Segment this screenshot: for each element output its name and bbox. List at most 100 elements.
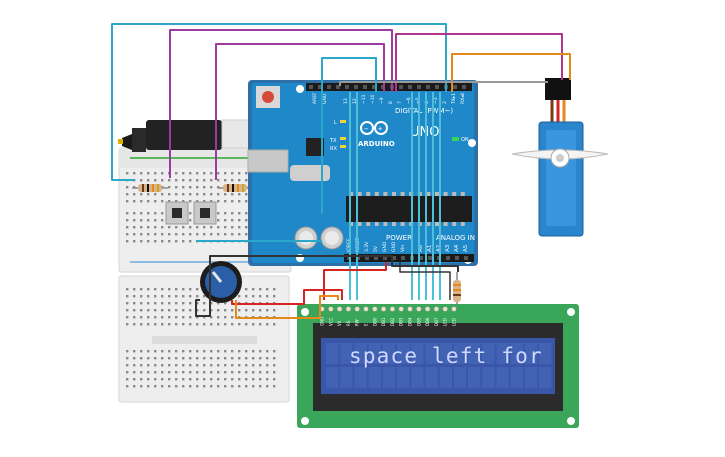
breadboard-hole — [231, 179, 234, 182]
breadboard-hole — [217, 316, 220, 319]
breadboard-hole — [126, 385, 129, 388]
breadboard-hole — [252, 323, 255, 326]
lcd-pin[interactable] — [398, 306, 404, 312]
on-label: ON — [461, 137, 469, 143]
breadboard-hole — [140, 193, 143, 196]
breadboard-hole — [161, 179, 164, 182]
breadboard-hole — [273, 385, 276, 388]
header-pin[interactable] — [426, 85, 430, 89]
breadboard-hole — [245, 212, 248, 215]
lcd-pin-label: RS — [346, 320, 351, 326]
header-pin[interactable] — [354, 85, 358, 89]
header-pin[interactable] — [374, 256, 378, 260]
breadboard-hole — [252, 295, 255, 298]
header-pin[interactable] — [309, 85, 313, 89]
header-pin[interactable] — [464, 256, 468, 260]
header-pin[interactable] — [383, 256, 387, 260]
lcd-char-cell — [340, 343, 353, 364]
header-pin[interactable] — [455, 256, 459, 260]
breadboard-bottom[interactable] — [118, 275, 290, 403]
breadboard-hole — [273, 350, 276, 353]
wires — [111, 23, 571, 319]
breadboard-hole — [210, 378, 213, 381]
breadboard-hole — [140, 323, 143, 326]
breadboard-hole — [154, 350, 157, 353]
lcd-pin[interactable] — [389, 306, 396, 312]
breadboard-hole — [245, 219, 248, 222]
lcd-pin[interactable] — [416, 306, 422, 312]
breadboard-hole — [203, 350, 206, 353]
resistor-1[interactable] — [132, 184, 168, 192]
breadboard-hole — [203, 385, 206, 388]
header-pin[interactable] — [453, 85, 457, 89]
potentiometer[interactable] — [200, 261, 242, 303]
breadboard-hole — [203, 364, 206, 367]
lcd-pin[interactable] — [433, 306, 440, 312]
breadboard-hole — [126, 350, 129, 353]
lcd-pin[interactable] — [345, 306, 352, 312]
servo-motor[interactable] — [511, 78, 609, 237]
lcd-pin[interactable] — [363, 306, 369, 312]
breadboard-hole — [126, 371, 129, 374]
pushbutton-1[interactable] — [165, 201, 189, 225]
arduino-model-label: UNO — [410, 125, 439, 140]
header-pin[interactable] — [392, 256, 396, 260]
header-pin[interactable] — [408, 85, 412, 89]
breadboard-hole — [161, 226, 164, 229]
header-pin[interactable] — [417, 85, 421, 89]
lcd-pin[interactable] — [328, 306, 334, 312]
header-pin[interactable] — [419, 256, 423, 260]
header-pin[interactable] — [399, 85, 403, 89]
breadboard-hole — [217, 350, 220, 353]
breadboard-hole — [126, 295, 129, 298]
breadboard-hole — [231, 350, 234, 353]
breadboard-hole — [210, 172, 213, 175]
breadboard-hole — [231, 212, 234, 215]
lcd-pin[interactable] — [372, 306, 378, 312]
breadboard-hole — [168, 186, 171, 189]
breadboard-hole — [147, 385, 150, 388]
header-pin[interactable] — [365, 256, 369, 260]
breadboard-hole — [189, 172, 192, 175]
reset-button[interactable] — [256, 86, 280, 108]
lcd-pin[interactable] — [442, 306, 448, 312]
lcd-char-cell — [397, 367, 410, 388]
rx-label: RX — [330, 146, 337, 152]
lcd-pin[interactable] — [424, 306, 431, 312]
breadboard-hole — [210, 186, 213, 189]
arduino-uno-board[interactable]: − + ARDUINO UNO DIGITAL (PWM~) ANALOG IN… — [247, 80, 478, 266]
breadboard-hole — [147, 295, 150, 298]
lcd-pin[interactable] — [451, 306, 457, 312]
breadboard-hole — [231, 233, 234, 236]
lcd-pin[interactable] — [336, 306, 343, 312]
pushbutton-2[interactable] — [193, 201, 217, 225]
header-pin[interactable] — [327, 85, 331, 89]
lcd-pin[interactable] — [354, 306, 360, 312]
breadboard-hole — [140, 364, 143, 367]
lcd-char-cell — [524, 343, 538, 364]
header-pin[interactable] — [462, 85, 466, 89]
header-pin[interactable] — [345, 85, 349, 89]
header-pin[interactable] — [428, 256, 432, 260]
breadboard-hole — [140, 371, 143, 374]
lcd-char-cell — [326, 343, 339, 364]
lcd-char-cell — [368, 367, 381, 388]
header-pin[interactable] — [363, 85, 367, 89]
breadboard-hole — [189, 364, 192, 367]
chip-pin — [400, 222, 405, 226]
header-pin[interactable] — [446, 256, 450, 260]
header-pin[interactable] — [318, 85, 322, 89]
header-pin[interactable] — [372, 85, 376, 89]
header-pin[interactable] — [435, 85, 439, 89]
breadboard-hole — [189, 316, 192, 319]
header-pin[interactable] — [336, 85, 340, 89]
lcd-pin[interactable] — [407, 306, 413, 312]
breadboard-hole — [224, 385, 227, 388]
lcd-pin[interactable] — [380, 306, 387, 312]
breadboard-hole — [189, 323, 192, 326]
breadboard-hole — [252, 309, 255, 312]
header-pin[interactable] — [401, 256, 405, 260]
breadboard-hole — [182, 371, 185, 374]
